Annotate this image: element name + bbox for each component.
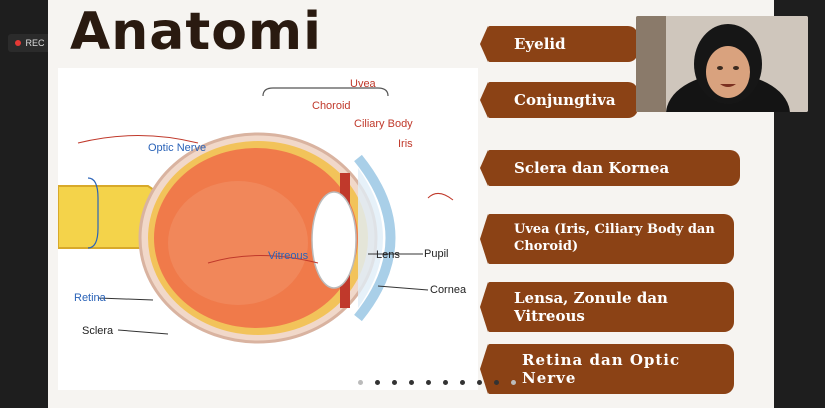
recording-indicator: REC xyxy=(8,34,52,52)
pagination-dot[interactable] xyxy=(443,380,448,385)
pagination-dot[interactable] xyxy=(409,380,414,385)
pagination-dot[interactable] xyxy=(477,380,482,385)
label-uvea: Uvea xyxy=(350,78,376,90)
label-optic-nerve: Optic Nerve xyxy=(148,142,207,154)
topic-label: Eyelid xyxy=(514,35,566,53)
pagination-dot[interactable] xyxy=(511,380,516,385)
label-iris: Iris xyxy=(398,138,413,150)
topic-label: Lensa, Zonule dan Vitreous xyxy=(514,289,668,325)
participant-avatar-illustration xyxy=(636,16,808,112)
topic-box-conjungtiva: Conjungtiva xyxy=(480,82,638,118)
pagination-dot[interactable] xyxy=(358,380,363,385)
record-dot-icon xyxy=(15,40,22,46)
eye-anatomy-diagram: Uvea Choroid Ciliary Body Iris Optic Ner… xyxy=(57,68,478,390)
topic-box-sclera-kornea: Sclera dan Kornea xyxy=(480,150,740,186)
topic-box-lensa: Lensa, Zonule dan Vitreous xyxy=(480,282,734,332)
participant-video-thumbnail[interactable] xyxy=(636,16,808,112)
topic-label: Uvea (Iris, Ciliary Body dan Choroid) xyxy=(514,222,715,254)
topic-label: Conjungtiva xyxy=(514,91,616,109)
label-choroid: Choroid xyxy=(312,100,351,112)
pagination-dot[interactable] xyxy=(460,380,465,385)
slide-pagination xyxy=(358,380,516,385)
label-sclera: Sclera xyxy=(82,325,114,337)
slide-title: Anatomi xyxy=(70,2,322,62)
label-pupil: Pupil xyxy=(424,248,449,260)
topic-box-eyelid: Eyelid xyxy=(480,26,638,62)
pagination-dot[interactable] xyxy=(375,380,380,385)
topic-label: Retina dan Optic Nerve xyxy=(522,351,681,387)
topic-box-uvea: Uvea (Iris, Ciliary Body dan Choroid) xyxy=(480,214,734,264)
pagination-dot[interactable] xyxy=(392,380,397,385)
label-cornea: Cornea xyxy=(430,284,467,296)
pagination-dot[interactable] xyxy=(494,380,499,385)
pagination-dot[interactable] xyxy=(426,380,431,385)
eye-cross-section-illustration xyxy=(57,68,478,390)
label-lens: Lens xyxy=(376,249,400,261)
recording-label: REC xyxy=(25,38,45,48)
topic-box-retina: Retina dan Optic Nerve xyxy=(480,344,734,394)
label-vitreous: Vitreous xyxy=(268,250,309,262)
label-retina: Retina xyxy=(74,292,106,304)
topic-label: Sclera dan Kornea xyxy=(514,159,670,177)
label-ciliary-body: Ciliary Body xyxy=(354,118,413,130)
